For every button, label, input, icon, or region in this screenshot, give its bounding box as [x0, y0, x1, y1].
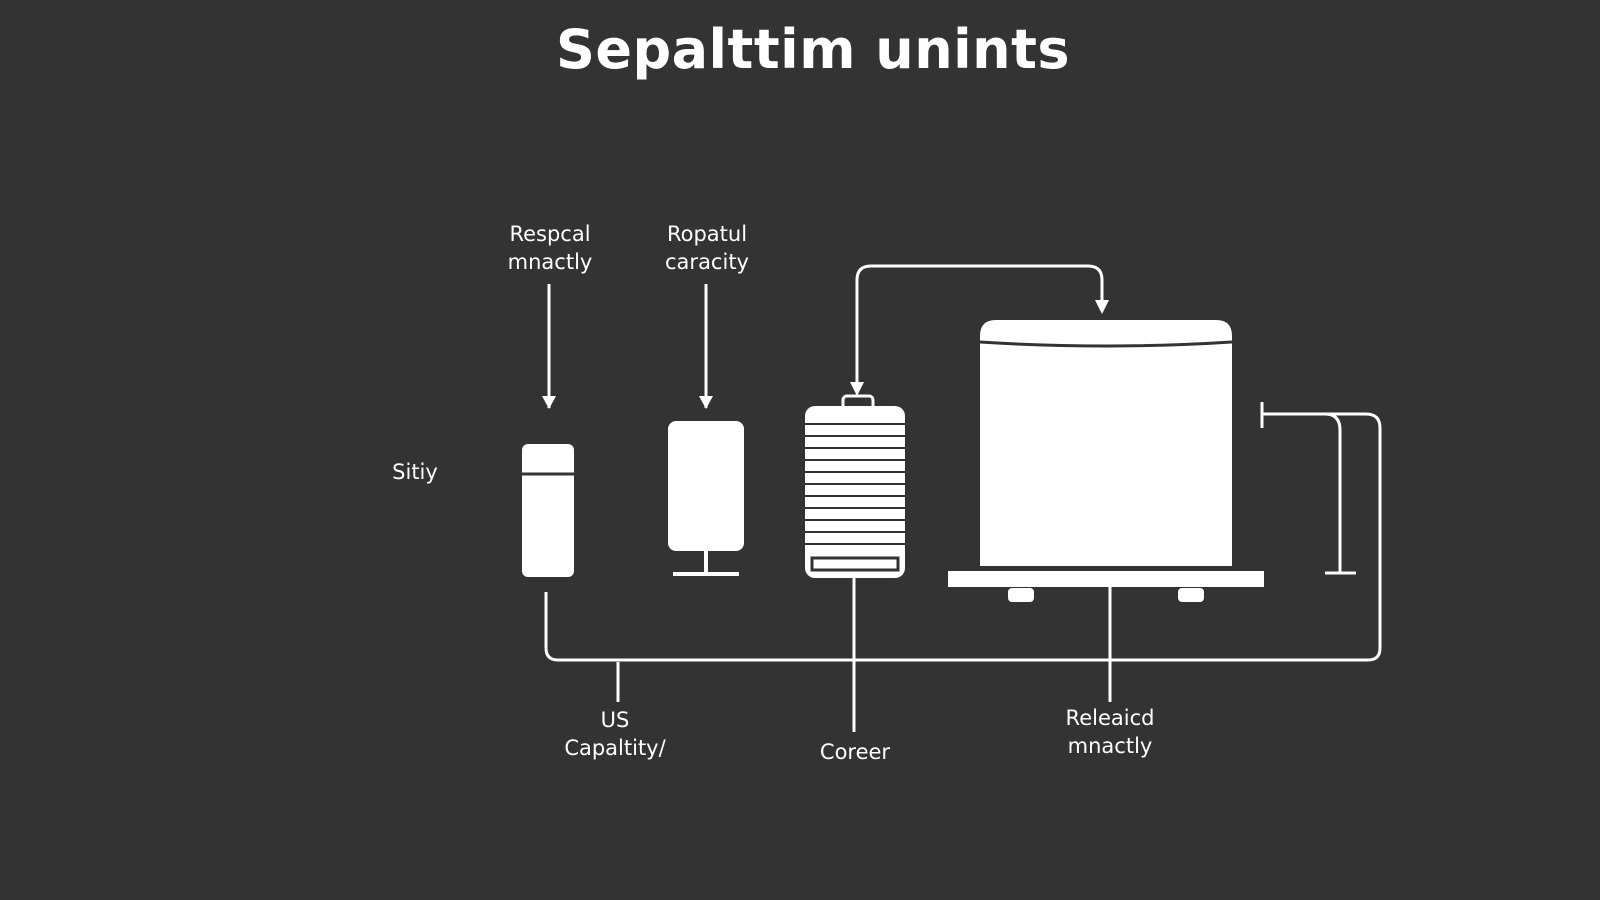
label-line: Releaicd: [1065, 706, 1155, 730]
label-sitiy: Sitiy: [392, 460, 438, 484]
label-respcal-mnactly: Respcal mnactly: [500, 220, 600, 276]
label-ropatul-caracity: Ropatul caracity: [657, 220, 757, 276]
label-line: US: [600, 708, 630, 732]
label-us-capaltity: US Capaltity/: [545, 706, 685, 762]
ribbed-canister: [805, 394, 905, 578]
bottom-manifold: [544, 592, 1368, 662]
label-coreer: Coreer: [819, 740, 891, 764]
diagram-title: Sepalttim unints: [555, 18, 1071, 81]
right-pipe: [1260, 402, 1382, 662]
loop-arrowhead-left: [850, 382, 864, 396]
label-line: Ropatul: [666, 222, 748, 246]
label-releaicd-mnactly: Releaicd mnactly: [1050, 704, 1170, 760]
medium-unit: [668, 421, 744, 576]
loop-arrow: [855, 264, 1104, 390]
label-line: mnactly: [507, 250, 593, 274]
label-line: mnactly: [1067, 734, 1153, 758]
loop-arrowhead-right: [1095, 300, 1109, 314]
label-line: Capaltity/: [564, 736, 666, 760]
large-tank: [948, 320, 1264, 602]
label-line: Respcal: [509, 222, 591, 246]
small-cylinder: [522, 444, 574, 577]
label-line: caracity: [665, 250, 749, 274]
